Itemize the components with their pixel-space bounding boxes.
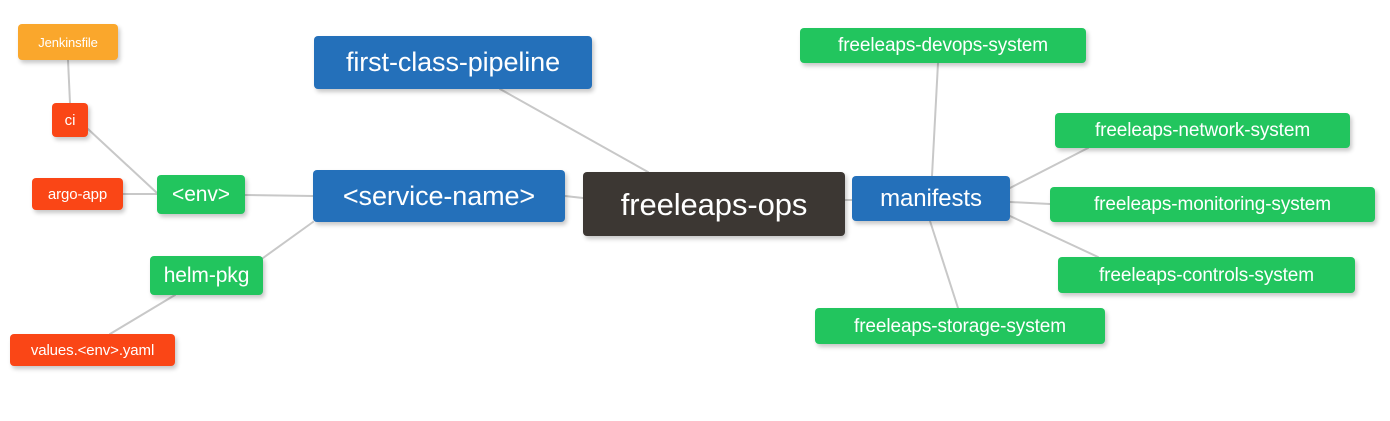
node-label-freeleaps-ops: freeleaps-ops xyxy=(620,186,808,222)
node-manifests[interactable]: manifests xyxy=(852,176,1010,221)
edge-manifests-to-freeleaps-monitoring-system xyxy=(1009,201,1051,205)
node-label-argo-app: argo-app xyxy=(47,185,108,203)
node-helm-pkg[interactable]: helm-pkg xyxy=(150,256,263,295)
node-jenkinsfile[interactable]: Jenkinsfile xyxy=(18,24,118,60)
node-label-manifests: manifests xyxy=(880,184,982,212)
edge-service-name-to-freeleaps-ops xyxy=(564,195,584,199)
edge-helm-pkg-to-values-yaml xyxy=(109,294,176,335)
node-label-freeleaps-devops-system: freeleaps-devops-system xyxy=(838,35,1048,56)
edge-manifests-to-freeleaps-network-system xyxy=(1009,147,1089,189)
edge-manifests-to-freeleaps-storage-system xyxy=(929,220,959,309)
node-label-service-name: <service-name> xyxy=(342,180,536,211)
node-first-class-pipeline[interactable]: first-class-pipeline xyxy=(314,36,592,89)
node-freeleaps-controls-system[interactable]: freeleaps-controls-system xyxy=(1058,257,1355,293)
edge-service-name-to-helm-pkg xyxy=(262,221,314,259)
node-freeleaps-network-system[interactable]: freeleaps-network-system xyxy=(1055,113,1350,148)
edge-env-to-service-name xyxy=(244,194,314,197)
node-freeleaps-devops-system[interactable]: freeleaps-devops-system xyxy=(800,28,1086,63)
node-freeleaps-storage-system[interactable]: freeleaps-storage-system xyxy=(815,308,1105,344)
node-label-freeleaps-controls-system: freeleaps-controls-system xyxy=(1098,264,1315,286)
edge-manifests-to-freeleaps-devops-system xyxy=(931,62,939,177)
node-label-first-class-pipeline: first-class-pipeline xyxy=(345,47,561,77)
node-env[interactable]: <env> xyxy=(157,175,245,214)
node-label-helm-pkg: helm-pkg xyxy=(163,264,250,287)
node-freeleaps-ops[interactable]: freeleaps-ops xyxy=(583,172,845,236)
node-ci[interactable]: ci xyxy=(52,103,88,137)
node-label-jenkinsfile: Jenkinsfile xyxy=(38,34,98,50)
node-freeleaps-monitoring-system[interactable]: freeleaps-monitoring-system xyxy=(1050,187,1375,222)
node-label-freeleaps-network-system: freeleaps-network-system xyxy=(1094,120,1311,141)
node-values-yaml[interactable]: values.<env>.yaml xyxy=(10,334,175,366)
edge-jenkinsfile-to-ci xyxy=(67,59,71,104)
node-label-env: <env> xyxy=(172,183,230,206)
node-label-values-yaml: values.<env>.yaml xyxy=(30,341,155,359)
node-argo-app[interactable]: argo-app xyxy=(32,178,123,210)
node-service-name[interactable]: <service-name> xyxy=(313,170,565,222)
edge-first-class-pipeline-to-freeleaps-ops xyxy=(499,88,649,173)
node-label-ci: ci xyxy=(64,111,76,129)
edge-manifests-to-freeleaps-controls-system xyxy=(1009,215,1099,258)
node-label-freeleaps-storage-system: freeleaps-storage-system xyxy=(854,315,1066,337)
node-label-freeleaps-monitoring-system: freeleaps-monitoring-system xyxy=(1094,194,1331,215)
